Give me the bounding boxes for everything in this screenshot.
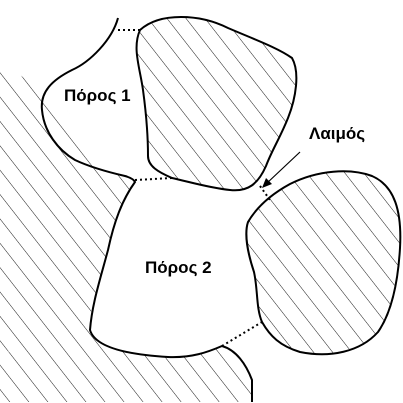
pore-2-label: Πόρος 2 bbox=[145, 258, 212, 278]
throat-line-middle bbox=[135, 178, 172, 180]
throat-arrow bbox=[266, 152, 300, 184]
throat-label: Λαιμός bbox=[309, 124, 365, 144]
grain-top-right bbox=[137, 17, 297, 190]
pore-1-label: Πόρος 1 bbox=[64, 86, 131, 106]
throat-line-bottom bbox=[222, 322, 262, 346]
